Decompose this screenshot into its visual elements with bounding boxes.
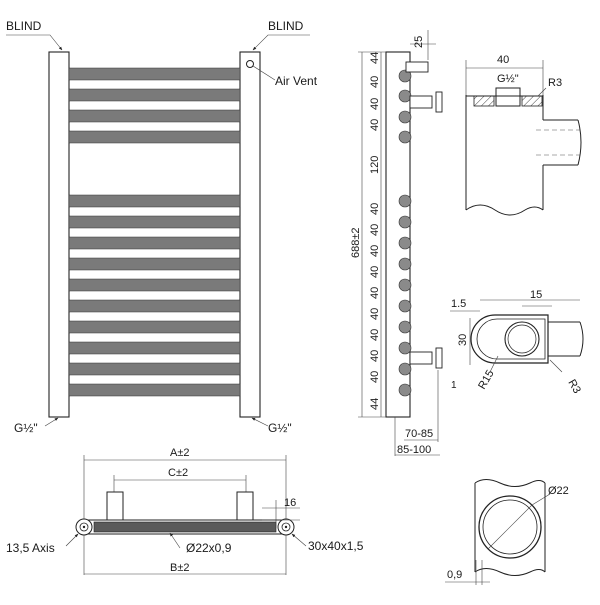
spacing-14: 44 [369,398,381,410]
air-vent-label: Air Vent [275,74,318,88]
depth-a-dim: 70-85 [405,428,433,440]
tube-bar [93,521,277,533]
detail-middle: 1.5 15 30 R15 R3 1 [450,289,584,396]
spacing-labels: 44 40 40 40 120 40 40 40 40 40 40 40 40 … [369,52,381,410]
detail-top: 40 G½" R3 [465,54,582,216]
profile-label: 30x40x1,5 [308,539,364,553]
spacing-10: 40 [369,308,381,320]
blind-right-label: BLIND [268,19,304,33]
blind-right-leader [252,34,310,51]
spacing-9: 40 [369,287,381,299]
blind-left-label: BLIND [6,19,42,33]
plan-view: A±2 C±2 16 13,5 Axis Ø22x0,9 30x40x1,5 [6,447,364,575]
detail-mid-radius-small: R3 [565,378,582,396]
detail-bottom-wall: 0,9 [447,569,462,581]
spacing-2: 40 [369,98,381,110]
spacing-13: 40 [369,371,381,383]
spacing-6: 40 [369,224,381,236]
side-post [385,51,411,418]
spacing-12: 40 [369,350,381,362]
dim-c-label: C±2 [168,467,188,479]
detail-mid-wall: 1.5 [451,298,466,310]
detail-bottom-diameter: Ø22 [548,485,569,497]
detail-top-width: 40 [497,54,509,66]
right-post [239,51,261,418]
top-offset-dim: 25 [413,36,425,48]
spacing-1: 40 [369,76,381,88]
side-bar-dots [398,69,412,397]
dim-height-label: 16 [284,497,296,509]
spacing-5: 40 [369,203,381,215]
blind-left-leader [6,34,63,51]
spacing-7: 40 [369,245,381,257]
spacing-11: 40 [369,329,381,341]
total-height-dim: 688±2 [350,227,362,258]
spacing-0: 44 [369,52,381,64]
tube-label: Ø22x0,9 [186,541,232,555]
detail-mid-width: 15 [530,289,542,301]
thread-right-label: G½" [268,421,292,435]
dim-b-label: B±2 [170,562,190,574]
front-view: BLIND BLIND Air Vent G½" G½" [6,19,318,435]
left-post [48,51,70,418]
detail-mid-marker: 1 [451,380,457,391]
spacing-8: 40 [369,266,381,278]
axis-label: 13,5 Axis [6,541,55,555]
detail-mid-radius-big: R15 [476,368,496,391]
towel-bars [68,67,241,397]
depth-b-dim: 85-100 [397,444,431,456]
detail-mid-height: 30 [457,334,469,346]
spacing-3: 40 [369,119,381,131]
spacing-4: 120 [369,156,381,174]
detail-top-radius: R3 [548,77,562,89]
detail-bottom: Ø22 0,9 [445,479,569,585]
detail-top-thread: G½" [497,73,519,85]
dim-a-label: A±2 [170,447,190,459]
air-vent-icon [246,60,254,68]
side-view: 25 44 40 40 40 120 40 40 40 40 40 40 40 … [350,30,443,456]
thread-left-label: G½" [14,421,38,435]
